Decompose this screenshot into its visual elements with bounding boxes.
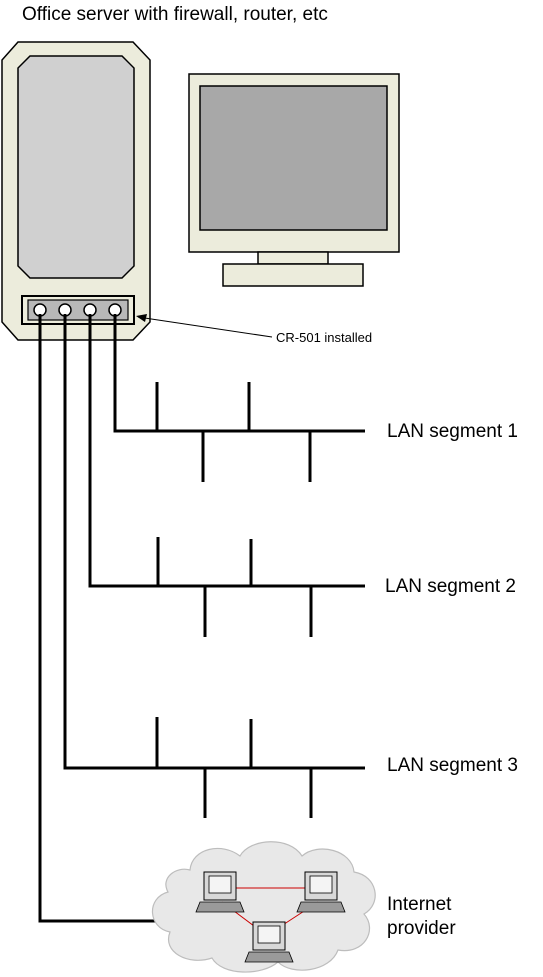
server-tower-icon xyxy=(1,41,151,341)
lan-segment-1-label: LAN segment 1 xyxy=(387,421,518,442)
computer-icon xyxy=(244,921,294,963)
diagram-title: Office server with firewall, router, etc xyxy=(22,4,328,25)
cables xyxy=(38,314,200,923)
internet-provider-label: Internet provider xyxy=(387,893,456,941)
computer-icon xyxy=(296,871,346,913)
port-callout-label: CR-501 installed xyxy=(276,330,373,345)
lan-segment-2-label: LAN segment 2 xyxy=(385,576,516,597)
lan-segment-1-bus xyxy=(115,382,365,482)
lan-segment-3-label: LAN segment 3 xyxy=(387,755,518,776)
internet-label-line1: Internet xyxy=(387,894,452,915)
computer-icon xyxy=(195,871,245,913)
callout-arrow xyxy=(136,314,273,338)
monitor-icon xyxy=(188,73,400,287)
lan-segment-3-bus xyxy=(65,717,365,818)
lan-segment-2-bus xyxy=(90,537,365,637)
internet-label-line2: provider xyxy=(387,918,456,939)
